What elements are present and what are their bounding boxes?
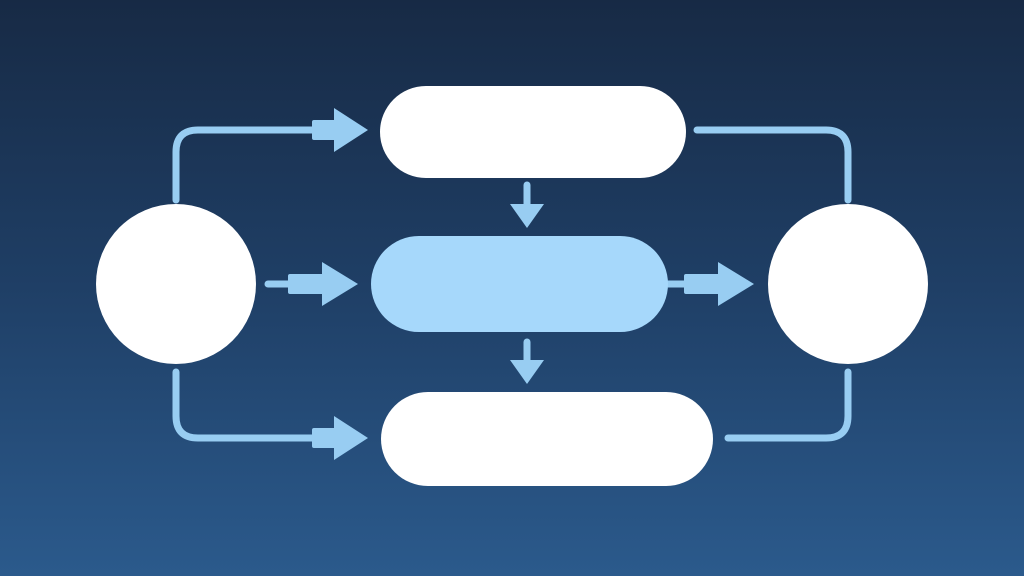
arrow-head-middle-bottom <box>510 360 544 384</box>
arrow-shaft-source-bottom <box>312 428 338 448</box>
arrow-head-source-top <box>334 108 368 152</box>
connector-top-target <box>693 126 852 204</box>
node-source <box>96 204 256 364</box>
connector-bottom-target <box>724 368 852 442</box>
arrow-shaft-source-top <box>312 120 338 140</box>
arrow-head-source-middle <box>322 262 358 306</box>
arrow-shaft-middle-target <box>684 274 722 294</box>
arrow-head-middle-target <box>718 262 754 306</box>
connector-source-top <box>172 126 322 204</box>
node-bottom <box>381 392 713 486</box>
connector-source-bottom <box>172 368 322 442</box>
arrow-shafts <box>288 120 722 448</box>
node-middle <box>371 236 668 332</box>
arrow-heads <box>322 108 754 460</box>
arrow-shaft-source-middle <box>288 274 326 294</box>
node-top <box>380 86 686 178</box>
arrow-head-source-bottom <box>334 416 368 460</box>
node-target <box>768 204 928 364</box>
arrow-head-top-middle <box>510 204 544 228</box>
